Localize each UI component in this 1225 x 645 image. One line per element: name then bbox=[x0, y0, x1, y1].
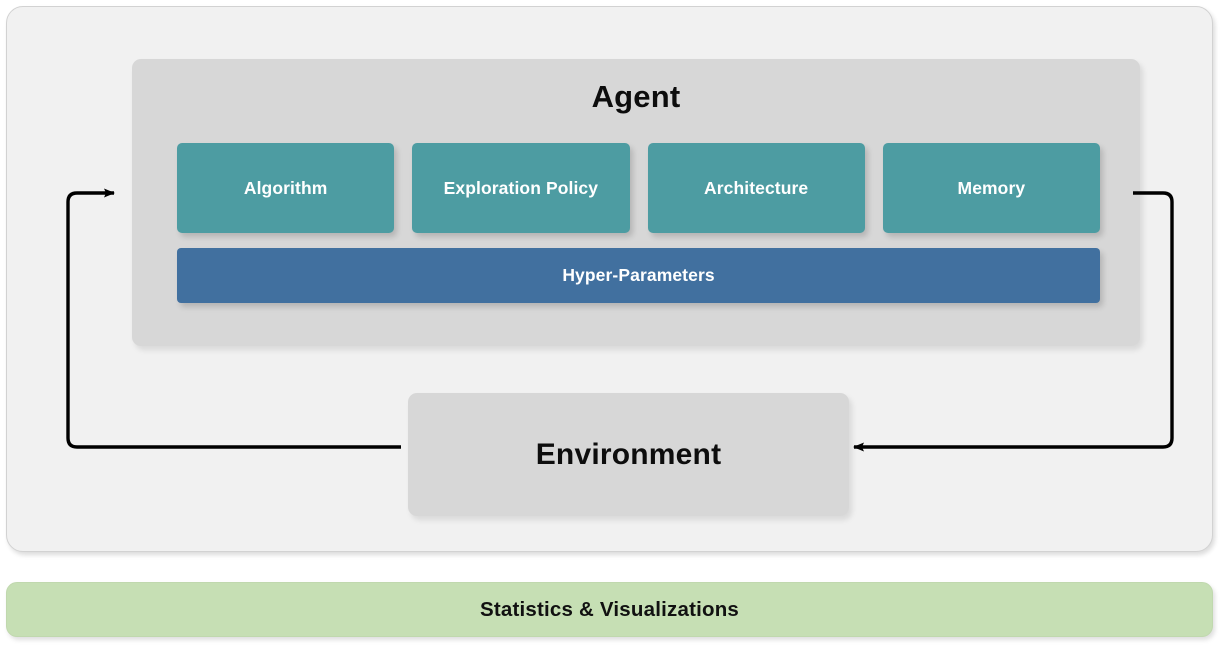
agent-component-exploration-policy-label: Exploration Policy bbox=[443, 177, 599, 198]
agent-component-memory-label: Memory bbox=[957, 177, 1026, 198]
agent-component-algorithm[interactable]: Algorithm bbox=[177, 143, 395, 233]
agent-title: Agent bbox=[591, 79, 681, 114]
agent-component-architecture-label: Architecture bbox=[703, 177, 809, 198]
hyper-parameters-label: Hyper-Parameters bbox=[562, 265, 715, 285]
statistics-visualizations-bar[interactable]: Statistics & Visualizations bbox=[6, 582, 1213, 637]
environment-block[interactable]: Environment bbox=[408, 393, 849, 516]
rl-loop-panel: Agent Algorithm Exploration Policy Archi… bbox=[6, 6, 1213, 552]
agent-component-algorithm-label: Algorithm bbox=[243, 177, 328, 198]
agent-component-exploration-policy[interactable]: Exploration Policy bbox=[412, 143, 630, 233]
statistics-visualizations-label: Statistics & Visualizations bbox=[479, 597, 740, 621]
agent-component-architecture[interactable]: Architecture bbox=[647, 143, 865, 233]
hyper-parameters-band[interactable]: Hyper-Parameters bbox=[177, 248, 1100, 303]
agent-block[interactable]: Agent Algorithm Exploration Policy Archi… bbox=[132, 59, 1140, 346]
agent-component-row: Algorithm Exploration Policy Architectur… bbox=[177, 143, 1100, 233]
environment-label: Environment bbox=[535, 437, 722, 471]
agent-component-memory[interactable]: Memory bbox=[882, 143, 1100, 233]
